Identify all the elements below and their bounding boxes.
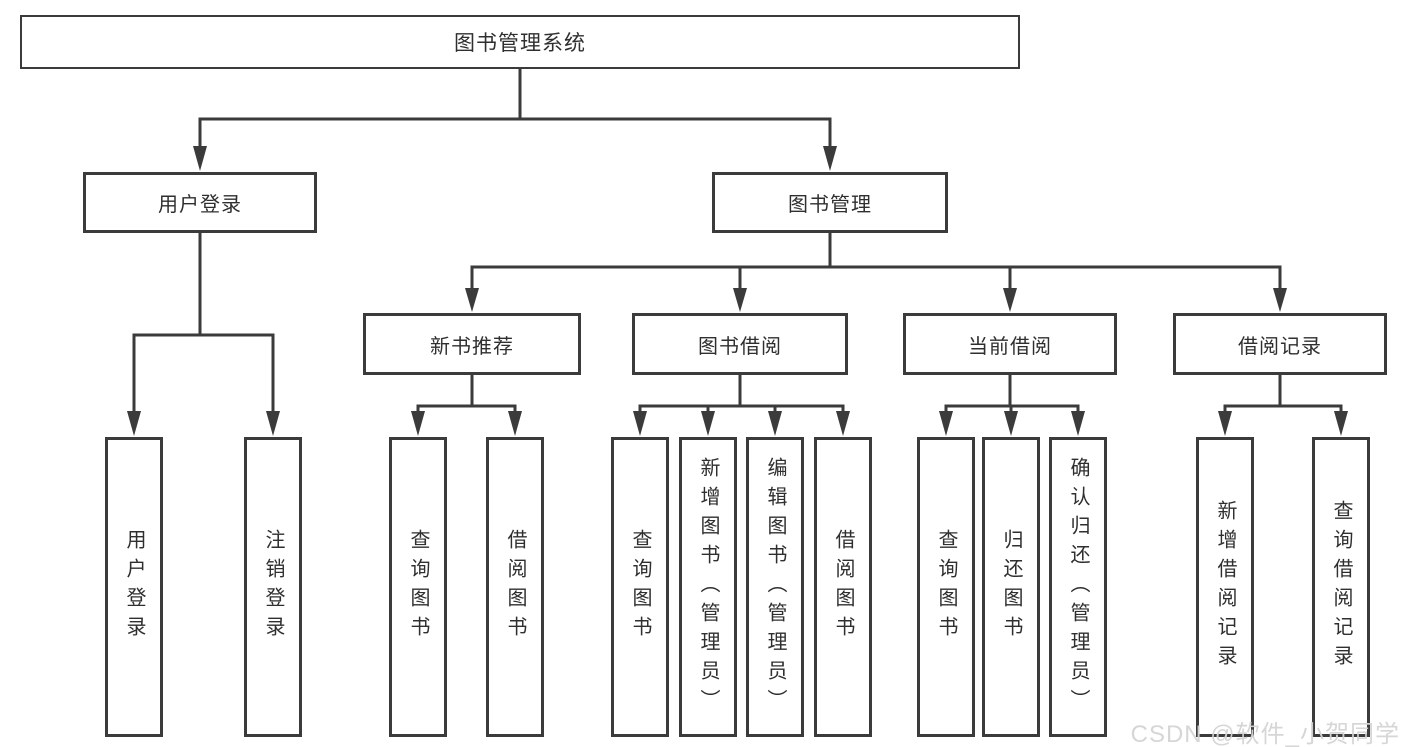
node-bb-search-books: 查询图书 [611, 437, 669, 737]
node-logout-action: 注销登录 [244, 437, 302, 737]
node-cb-confirm-return-admin: 确认归还（管理员） [1049, 437, 1107, 737]
node-book-borrowing: 图书借阅 [632, 313, 848, 375]
node-bb-add-books-admin: 新增图书（管理员） [679, 437, 737, 737]
node-cb-search-books: 查询图书 [917, 437, 975, 737]
node-book-management: 图书管理 [712, 172, 948, 233]
node-current-borrowing: 当前借阅 [903, 313, 1117, 375]
node-bb-borrow-books: 借阅图书 [814, 437, 872, 737]
node-nb-borrow-books: 借阅图书 [486, 437, 544, 737]
node-br-search-record: 查询借阅记录 [1312, 437, 1370, 737]
node-user-login: 用户登录 [83, 172, 317, 233]
node-bb-edit-books-admin: 编辑图书（管理员） [746, 437, 804, 737]
csdn-watermark: CSDN @软件_小贺同学 [1130, 721, 1400, 747]
node-nb-search-books: 查询图书 [389, 437, 447, 737]
node-br-add-record: 新增借阅记录 [1196, 437, 1254, 737]
node-borrowing-records: 借阅记录 [1173, 313, 1387, 375]
node-library-system: 图书管理系统 [20, 15, 1020, 69]
node-new-book-recommendation: 新书推荐 [363, 313, 581, 375]
node-user-login-action: 用户登录 [105, 437, 163, 737]
node-cb-return-books: 归还图书 [982, 437, 1040, 737]
